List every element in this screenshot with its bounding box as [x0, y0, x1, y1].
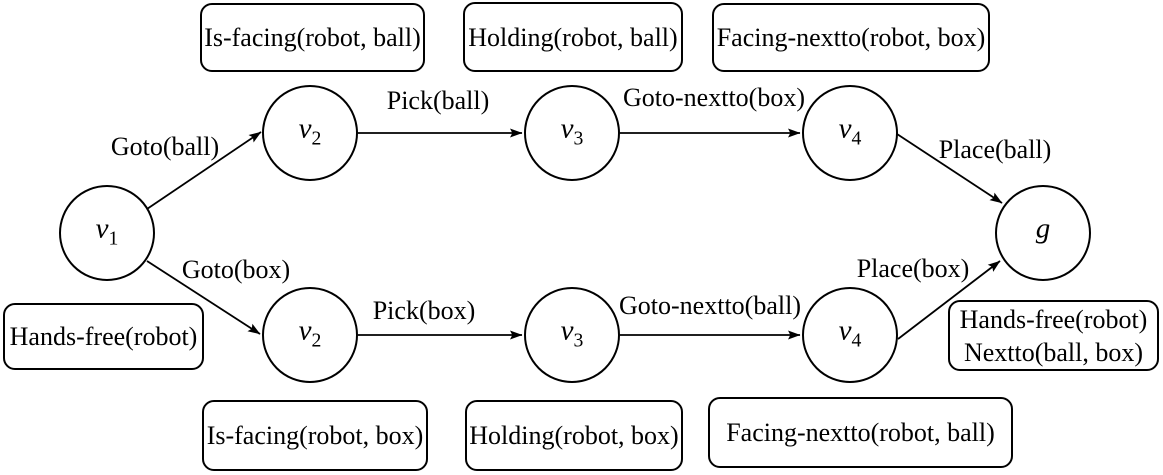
edge-arrow-goto-ball	[146, 131, 262, 210]
node-circle-v2-bottom	[262, 287, 358, 383]
edge-label-place-box: Place(box)	[856, 254, 970, 283]
node-circle-v1-start	[59, 185, 155, 281]
state-box-line: Is-facing(robot, ball)	[204, 23, 421, 52]
edge-label-goto-box: Goto(box)	[181, 255, 291, 284]
node-circle-v4-bottom	[802, 287, 898, 383]
state-box-line: Facing-nextto(robot, ball)	[726, 418, 995, 447]
state-box-holding-robot-box: Holding(robot, box)	[465, 400, 683, 471]
edge-arrow-place-ball	[896, 133, 1003, 204]
state-box-hands-free-robot: Hands-free(robot)	[3, 303, 204, 370]
state-box-facing-nextto-robot-box: Facing-nextto(robot, box)	[712, 3, 990, 72]
state-box-facing-nextto-robot-ball: Facing-nextto(robot, ball)	[708, 397, 1013, 468]
edge-label-pick-ball: Pick(ball)	[386, 86, 490, 115]
state-box-line: Holding(robot, box)	[469, 421, 679, 450]
node-circle-v3-bottom	[524, 287, 620, 383]
node-label-v2-bottom: v2	[298, 314, 322, 352]
state-box-goal-state: Hands-free(robot) Nextto(ball, box)	[948, 300, 1159, 371]
state-box-holding-robot-ball: Holding(robot, ball)	[463, 2, 683, 72]
node-label-v2-top: v2	[298, 112, 322, 150]
edge-label-pick-box: Pick(box)	[372, 296, 476, 325]
state-box-is-facing-robot-ball: Is-facing(robot, ball)	[200, 3, 425, 72]
node-circle-v4-top	[802, 85, 898, 181]
state-box-is-facing-robot-box: Is-facing(robot, box)	[202, 400, 428, 471]
node-label-v4-top: v4	[838, 112, 862, 150]
state-box-line: Hands-free(robot)	[959, 304, 1148, 334]
node-label-v3-bottom: v3	[560, 314, 584, 352]
node-circle-goal	[995, 185, 1091, 281]
state-box-line: Nextto(ball, box)	[963, 337, 1144, 367]
node-circle-v3-top	[524, 85, 620, 181]
edge-arrow-place-box	[897, 260, 1001, 340]
state-box-line: Facing-nextto(robot, box)	[716, 23, 986, 52]
node-label-v4-bottom: v4	[838, 314, 862, 352]
state-box-line: Is-facing(robot, box)	[206, 421, 424, 450]
node-label-v1-start: v1	[95, 212, 119, 250]
state-box-line: Holding(robot, ball)	[468, 22, 678, 52]
node-circle-v2-top	[262, 85, 358, 181]
state-box-line: Hands-free(robot)	[9, 322, 198, 351]
edge-label-goto-ball: Goto(ball)	[110, 132, 220, 161]
edge-label-place-ball: Place(ball)	[938, 135, 1052, 164]
edge-arrow-goto-box	[146, 260, 261, 335]
edge-label-goto-nextto-box: Goto-nextto(box)	[623, 83, 805, 112]
edge-label-goto-nextto-ball: Goto-nextto(ball)	[619, 291, 801, 320]
node-label-v3-top: v3	[560, 112, 584, 150]
node-label-goal: g	[1035, 212, 1051, 245]
